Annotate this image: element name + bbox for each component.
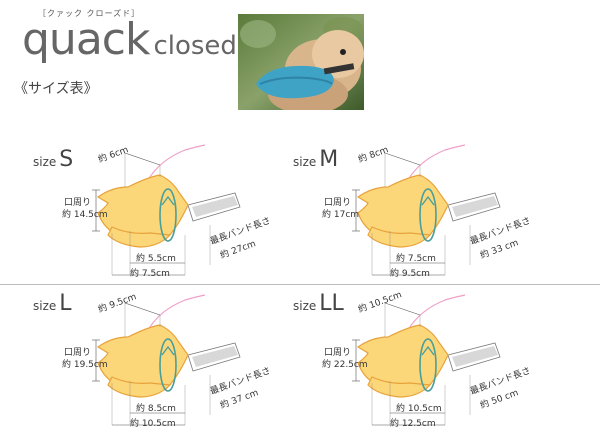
inner-length-label: 約 5.5cm — [136, 254, 176, 264]
inner-length-label: 約 10.5cm — [396, 404, 442, 414]
outer-length-label: 約 12.5cm — [390, 419, 436, 429]
muzzle-diagram — [92, 294, 241, 426]
mouth-label: 口周り — [324, 348, 352, 358]
band-curve — [147, 294, 206, 331]
inner-length-label: 約 8.5cm — [136, 404, 176, 414]
product-photo — [238, 14, 364, 110]
band-curve — [147, 144, 206, 181]
muzzle-diagram — [92, 144, 241, 276]
mouth-label: 口周り — [324, 198, 352, 208]
size-table-heading: 《サイズ表》 — [14, 81, 98, 97]
mouth-label: 口周り — [64, 348, 92, 358]
inner-length-label: 約 7.5cm — [396, 254, 436, 264]
beak-lower — [107, 226, 172, 248]
strap-fill — [452, 346, 498, 367]
beak-lower — [367, 376, 432, 398]
circumference-loop — [419, 188, 437, 242]
beak-lower — [107, 376, 172, 398]
band-curve — [407, 294, 466, 331]
circumference-loop — [159, 188, 177, 242]
circumference-loop — [419, 338, 437, 392]
mouth-value: 約 22.5cm — [322, 360, 368, 370]
mouth-value: 約 19.5cm — [62, 360, 108, 370]
top-width-line — [384, 152, 421, 166]
muzzle-diagram — [352, 294, 501, 426]
strap-fill — [192, 346, 238, 367]
mouth-label: 口周り — [64, 198, 92, 208]
loop-arrow — [161, 195, 175, 206]
circumference-loop — [159, 338, 177, 392]
brand-ruby: ［クァック クローズド］ — [38, 9, 141, 18]
mouth-value: 約 14.5cm — [62, 210, 108, 220]
top-width-line — [384, 302, 421, 316]
brand-sub: closed — [153, 31, 237, 61]
outer-length-label: 約 7.5cm — [130, 269, 170, 279]
outer-length-label: 約 9.5cm — [390, 269, 430, 279]
loop-arrow — [421, 195, 435, 206]
loop-arrow — [161, 345, 175, 356]
top-width-line — [124, 152, 161, 166]
top-width-line — [124, 302, 161, 316]
muzzle-diagram — [352, 144, 501, 276]
outer-length-label: 約 10.5cm — [130, 419, 176, 429]
strap-fill — [192, 196, 238, 217]
loop-arrow — [421, 345, 435, 356]
brand-main: quack — [22, 14, 150, 65]
band-curve — [407, 144, 466, 181]
beak-lower — [367, 226, 432, 248]
strap-fill — [452, 196, 498, 217]
section-divider — [0, 284, 600, 285]
mouth-value: 約 17cm — [322, 210, 360, 220]
